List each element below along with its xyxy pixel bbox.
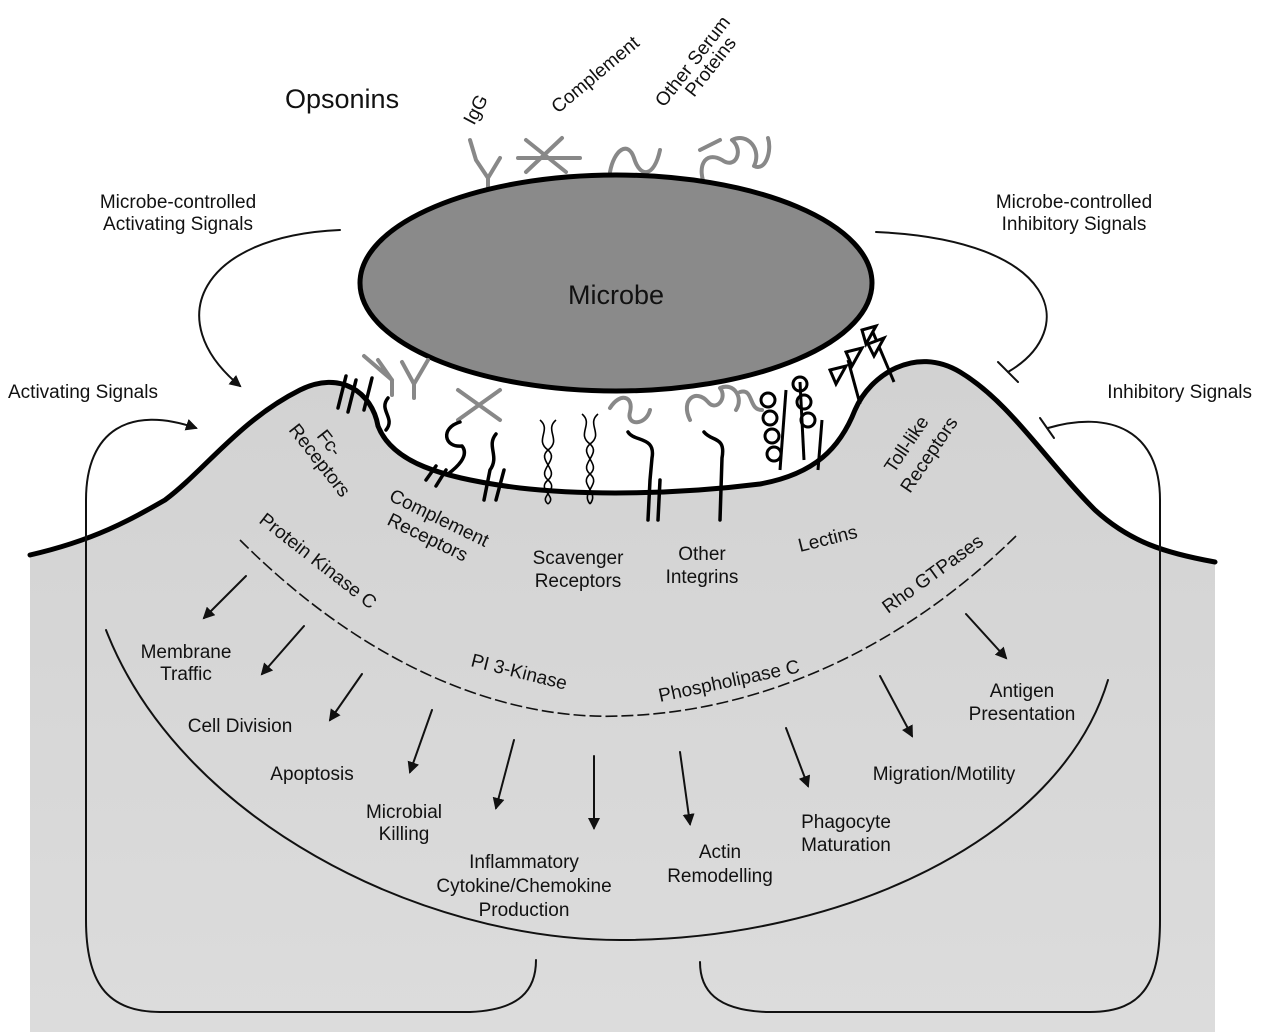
label-opsonins: Opsonins [285,84,399,114]
label-inhibitory-signals: Inhibitory Signals [1107,382,1252,403]
label-inflam-2: Cytokine/Chemokine [436,876,611,897]
label-inflam-1: Inflammatory [469,852,579,873]
inhibitory-signals-loop [699,420,1161,1013]
label-integrins-1: Other [678,544,726,565]
scavenger-receptors [539,413,599,505]
label-scavenger-2: Receptors [535,571,622,592]
label-complement: Complement [548,32,645,118]
integrin-receptors [626,430,725,522]
label-membrane-1: Membrane [141,642,232,663]
label-integrins-2: Integrins [666,567,739,588]
outcome-arc [105,629,1109,942]
lectin-receptors [759,375,824,471]
label-microbe: Microbe [568,280,664,310]
label-cell-division: Cell Division [188,716,293,737]
fc-receptors [336,374,391,432]
label-mc-inhibitory-1: Microbe-controlled [996,192,1152,213]
complement-receptors [424,420,506,502]
label-inflam-3: Production [479,900,570,921]
label-phago-2: Maturation [801,835,891,856]
label-killing-1: Microbial [366,802,442,823]
label-migration: Migration/Motility [873,764,1016,785]
label-mc-inhibitory-2: Inhibitory Signals [1002,214,1147,235]
label-activating-signals: Activating Signals [8,382,158,403]
label-killing-2: Killing [379,824,430,845]
outcome-arrows [202,575,1008,830]
label-apoptosis: Apoptosis [270,764,353,785]
signaling-hub-arc [239,535,1017,718]
mc-activating-arrow [198,229,341,388]
label-mc-activating-1: Microbe-controlled [100,192,256,213]
label-antigen-1: Antigen [990,681,1054,702]
cell-membrane [27,359,1218,565]
label-mc-activating-2: Activating Signals [103,214,253,235]
microbe-body [357,172,875,394]
label-membrane-2: Traffic [160,664,212,685]
label-igg: IgG [460,91,493,128]
label-actin-1: Actin [699,842,741,863]
label-scavenger-1: Scavenger [533,548,625,569]
cup-opsonins [362,354,764,425]
inhibitory-signals-bar [1039,417,1055,439]
activating-signals-loop [85,418,537,1013]
toll-like-receptors [827,323,896,405]
label-phago-1: Phagocyte [801,812,891,833]
mc-inhibitory-arrow [875,231,1048,373]
label-antigen-2: Presentation [969,704,1076,725]
mc-inhibitory-bar [997,361,1019,383]
phagocyte-cell [30,361,1215,1032]
label-actin-2: Remodelling [667,866,773,887]
